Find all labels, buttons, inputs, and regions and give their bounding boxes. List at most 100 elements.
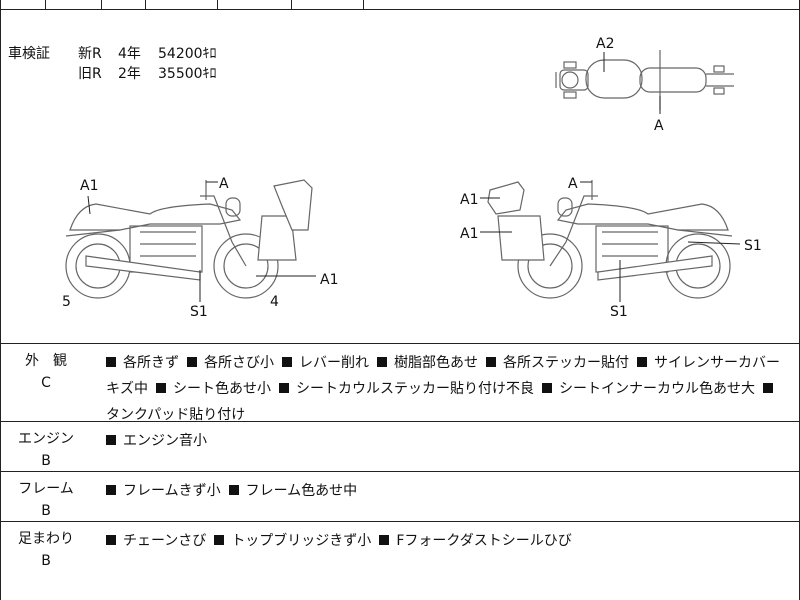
item-text: タンクパッド貼り付け: [106, 407, 246, 423]
condition-row-exterior: 外 観 C 各所きず 各所さび小 レバー削れ 樹脂部色あせ 各所ステッカー貼付サイレンサ…: [0, 344, 800, 423]
bullet-square-icon: [763, 383, 773, 393]
item-text: 各所きず: [123, 355, 179, 371]
item-text: Fフォークダストシールひび: [396, 533, 572, 549]
inspection-old-row: 旧R 2年 35500ｷﾛ: [8, 64, 217, 84]
bike-left-view-icon: [65, 179, 313, 299]
item-text: トップブリッジきず小: [231, 533, 372, 549]
list-item: 各所ステッカー貼付: [486, 355, 629, 371]
label-right-s1-rear: S1: [744, 238, 762, 254]
label-left-4: 4: [270, 294, 279, 310]
bike-top-view-icon: [555, 50, 734, 110]
inspection-label: 車検証: [8, 46, 50, 62]
category-grade: C: [41, 375, 51, 391]
list-item: フレームきず小: [106, 483, 221, 499]
header-cell: [146, 0, 218, 10]
bullet-square-icon: [542, 383, 552, 393]
bullet-square-icon: [106, 435, 116, 445]
list-item: フレーム色あせ中: [228, 483, 358, 499]
condition-items: チェーンさび トップブリッジきず小 Fフォークダストシールひび: [106, 522, 800, 554]
condition-category: エンジン B: [0, 428, 92, 472]
item-text: 各所ステッカー貼付: [503, 355, 629, 371]
list-item: シートカウルステッカー貼り付け不良: [279, 381, 534, 397]
inspection-new-row: 車検証 新R 4年 54200ｷﾛ: [8, 44, 217, 64]
label-right-a1-case: A1: [460, 226, 478, 242]
old-price: 35500ｷﾛ: [158, 66, 217, 82]
bullet-square-icon: [214, 535, 225, 545]
label-right-a1-top: A1: [460, 192, 478, 208]
bullet-square-icon: [379, 535, 390, 545]
list-item: 各所さび小: [187, 355, 274, 371]
header-cell: [102, 0, 146, 10]
condition-row-frame: フレーム B フレームきず小 フレーム色あせ中: [0, 472, 800, 522]
motorcycle-diagrams: A2 A A1 A A1 S1 5 4: [62, 36, 762, 320]
list-item: シートインナーカウル色あせ大: [542, 381, 755, 397]
label-right-s1-engine: S1: [610, 304, 628, 320]
label-left-a-mirror: A: [219, 176, 229, 192]
bike-right-view-icon: [487, 180, 733, 299]
bullet-square-icon: [282, 357, 292, 367]
header-strip: [0, 0, 800, 10]
header-cell: [292, 0, 364, 10]
header-cell: [218, 0, 292, 10]
list-item: トップブリッジきず小: [214, 533, 371, 549]
item-text: フレーム色あせ中: [245, 483, 358, 499]
header-cell: [46, 0, 102, 10]
new-term: 4年: [118, 46, 141, 62]
item-text: シートカウルステッカー貼り付け不良: [296, 381, 534, 397]
new-label: 新R: [78, 46, 102, 62]
condition-row-engine: エンジン B エンジン音小: [0, 422, 800, 472]
condition-items: エンジン音小: [106, 422, 800, 454]
bullet-square-icon: [486, 357, 496, 367]
label-left-5: 5: [62, 294, 71, 310]
condition-items: 各所きず 各所さび小 レバー削れ 樹脂部色あせ 各所ステッカー貼付サイレンサーカバーキズ…: [106, 344, 800, 428]
label-left-s1: S1: [190, 304, 208, 320]
label-right-a-mirror: A: [568, 176, 578, 192]
bullet-square-icon: [106, 357, 116, 367]
bullet-square-icon: [156, 383, 166, 393]
old-term: 2年: [118, 66, 141, 82]
bullet-square-icon: [106, 485, 116, 495]
damage-diagram: 車検証 新R 4年 54200ｷﾛ 旧R 2年 35500ｷﾛ: [0, 10, 800, 344]
bullet-square-icon: [106, 535, 116, 545]
list-item: 各所きず: [106, 355, 179, 371]
item-text: レバー削れ: [299, 355, 369, 371]
list-item: シート色あせ小: [156, 381, 271, 397]
category-label: フレーム: [18, 481, 74, 497]
item-text: シートインナーカウル色あせ大: [559, 381, 755, 397]
condition-category: フレーム B: [0, 478, 92, 522]
category-grade: B: [41, 503, 51, 519]
category-label: エンジン: [18, 431, 74, 447]
bullet-square-icon: [279, 383, 289, 393]
category-label: 外 観: [25, 353, 67, 369]
condition-category: 外 観 C: [0, 350, 92, 394]
list-item: 樹脂部色あせ: [377, 355, 478, 371]
condition-row-suspension: 足まわり B チェーンさび トップブリッジきず小 Fフォークダストシールひび: [0, 522, 800, 600]
bullet-square-icon: [377, 357, 387, 367]
condition-items: フレームきず小 フレーム色あせ中: [106, 472, 800, 504]
item-text: サイレンサーカバーキズ中: [106, 355, 780, 397]
label-top-a: A: [654, 118, 664, 134]
category-grade: B: [41, 453, 51, 469]
item-text: 樹脂部色あせ: [394, 355, 478, 371]
inspection-info: 車検証 新R 4年 54200ｷﾛ 旧R 2年 35500ｷﾛ: [8, 44, 217, 84]
header-cell: [0, 0, 46, 10]
old-label: 旧R: [78, 66, 102, 82]
category-label: 足まわり: [18, 531, 74, 547]
item-text: シート色あせ小: [173, 381, 271, 397]
item-text: チェーンさび: [123, 533, 207, 549]
label-left-a1-tank: A1: [80, 178, 98, 194]
list-item: タンクパッド貼り付け: [106, 381, 780, 423]
list-item: レバー削れ: [282, 355, 369, 371]
new-price: 54200ｷﾛ: [158, 46, 217, 62]
label-top-a2: A2: [596, 36, 614, 52]
bullet-square-icon: [187, 357, 197, 367]
bullet-square-icon: [228, 485, 239, 495]
item-text: フレームきず小: [123, 483, 221, 499]
item-text: エンジン音小: [123, 433, 207, 449]
category-grade: B: [41, 553, 51, 569]
bullet-square-icon: [637, 357, 647, 367]
list-item: Fフォークダストシールひび: [379, 533, 572, 549]
list-item: サイレンサーカバーキズ中: [106, 355, 780, 397]
list-item: エンジン音小: [106, 433, 207, 449]
item-text: 各所さび小: [204, 355, 274, 371]
